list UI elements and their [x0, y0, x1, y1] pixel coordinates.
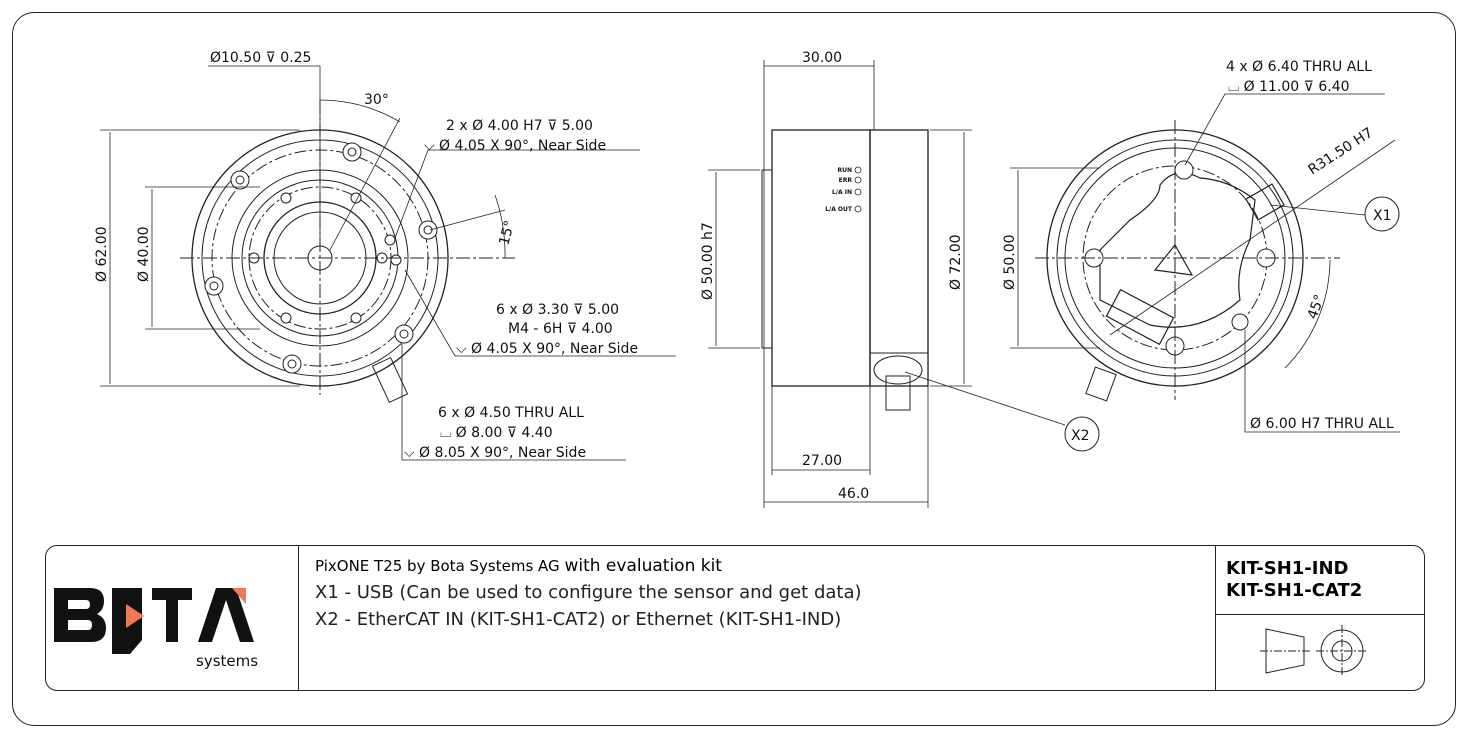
holes-2x-csk-label: ⌵ Ø 4.05 X 90°, Near Side [424, 138, 606, 154]
thru-6x-c-label: ⌵ Ø 8.05 X 90°, Near Side [404, 445, 586, 461]
counterbore-label: Ø10.50 ⊽ 0.25 [210, 50, 311, 66]
led-laout-label: L/A OUT [825, 206, 853, 213]
x2-description: X2 - EtherCAT IN (KIT-SH1-CAT2) or Ether… [315, 609, 842, 630]
thru-6x-a-label: 6 x Ø 4.50 THRU ALL [438, 405, 584, 421]
led-run-label: RUN [837, 167, 852, 174]
projection-symbol-icon [1260, 625, 1368, 677]
side-view [708, 60, 1100, 508]
width-27-label: 27.00 [802, 453, 842, 469]
led-lain-label: L/A IN [832, 189, 852, 196]
angle-30-label: 30° [364, 92, 389, 108]
product-suffix: with evaluation kit [564, 556, 722, 576]
dia-40-label: Ø 40.00 [136, 226, 152, 282]
pin-hole-label: Ø 6.00 H7 THRU ALL [1250, 416, 1394, 432]
logo-graphic: systems [54, 588, 258, 670]
back-view [1010, 93, 1400, 433]
dia-50h7-label: Ø 50.00 h7 [700, 222, 716, 300]
angle-15-label: 15° [496, 219, 518, 247]
kit-code-cat2: KIT-SH1-CAT2 [1226, 580, 1363, 601]
kit-codes: KIT-SH1-IND KIT-SH1-CAT2 [1216, 546, 1424, 690]
drawing-frame [12, 12, 1456, 726]
holes-6x-c-label: ⌵ Ø 4.05 X 90°, Near Side [456, 341, 638, 357]
description: PixONE T25 by Bota Systems AG with evalu… [299, 546, 1216, 690]
holes-2x-label: 2 x Ø 4.00 H7 ⊽ 5.00 [446, 118, 593, 134]
width-30-label: 30.00 [802, 50, 842, 66]
dia-62-label: Ø 62.00 [94, 226, 110, 282]
back-view-labels: 4 x Ø 6.40 THRU ALL ⌴ Ø 11.00 ⊽ 6.40 R31… [1002, 59, 1394, 432]
title-block: systems PixONE T25 by Bota Systems AG wi… [45, 545, 1425, 691]
callout-x2: X2 [1071, 428, 1090, 444]
logo-subtitle: systems [196, 652, 258, 670]
callout-x1: X1 [1373, 208, 1392, 224]
thru-6x-b-label: ⌴ Ø 8.00 ⊽ 4.40 [440, 425, 553, 441]
holes-6x-b-label: M4 - 6H ⊽ 4.00 [508, 321, 613, 337]
led-err-label: ERR [839, 177, 853, 184]
angle-45-label: 45° [1305, 293, 1329, 322]
dia-72-label: Ø 72.00 [948, 234, 964, 290]
side-view-labels: 30.00 Ø 50.00 h7 Ø 72.00 27.00 46.0 RUN … [700, 50, 1090, 502]
holes-6x-a-label: 6 x Ø 3.30 ⊽ 5.00 [496, 302, 619, 318]
holes-4x-a-label: 4 x Ø 6.40 THRU ALL [1226, 59, 1372, 75]
dia-50-label: Ø 50.00 [1002, 234, 1018, 290]
radius-label: R31.50 H7 [1305, 125, 1376, 179]
front-view [100, 65, 676, 461]
x1-description: X1 - USB (Can be used to configure the s… [315, 582, 862, 603]
front-view-labels: Ø10.50 ⊽ 0.25 30° 2 x Ø 4.00 H7 ⊽ 5.00 ⌵… [94, 50, 638, 461]
kit-code-ind: KIT-SH1-IND [1226, 558, 1349, 579]
technical-drawing: Ø10.50 ⊽ 0.25 30° 2 x Ø 4.00 H7 ⊽ 5.00 ⌵… [94, 50, 1400, 508]
width-46-label: 46.0 [838, 486, 869, 502]
holes-4x-b-label: ⌴ Ø 11.00 ⊽ 6.40 [1228, 79, 1350, 95]
product-name: PixONE T25 by Bota Systems AG [315, 557, 560, 575]
bota-logo: systems [46, 546, 299, 690]
